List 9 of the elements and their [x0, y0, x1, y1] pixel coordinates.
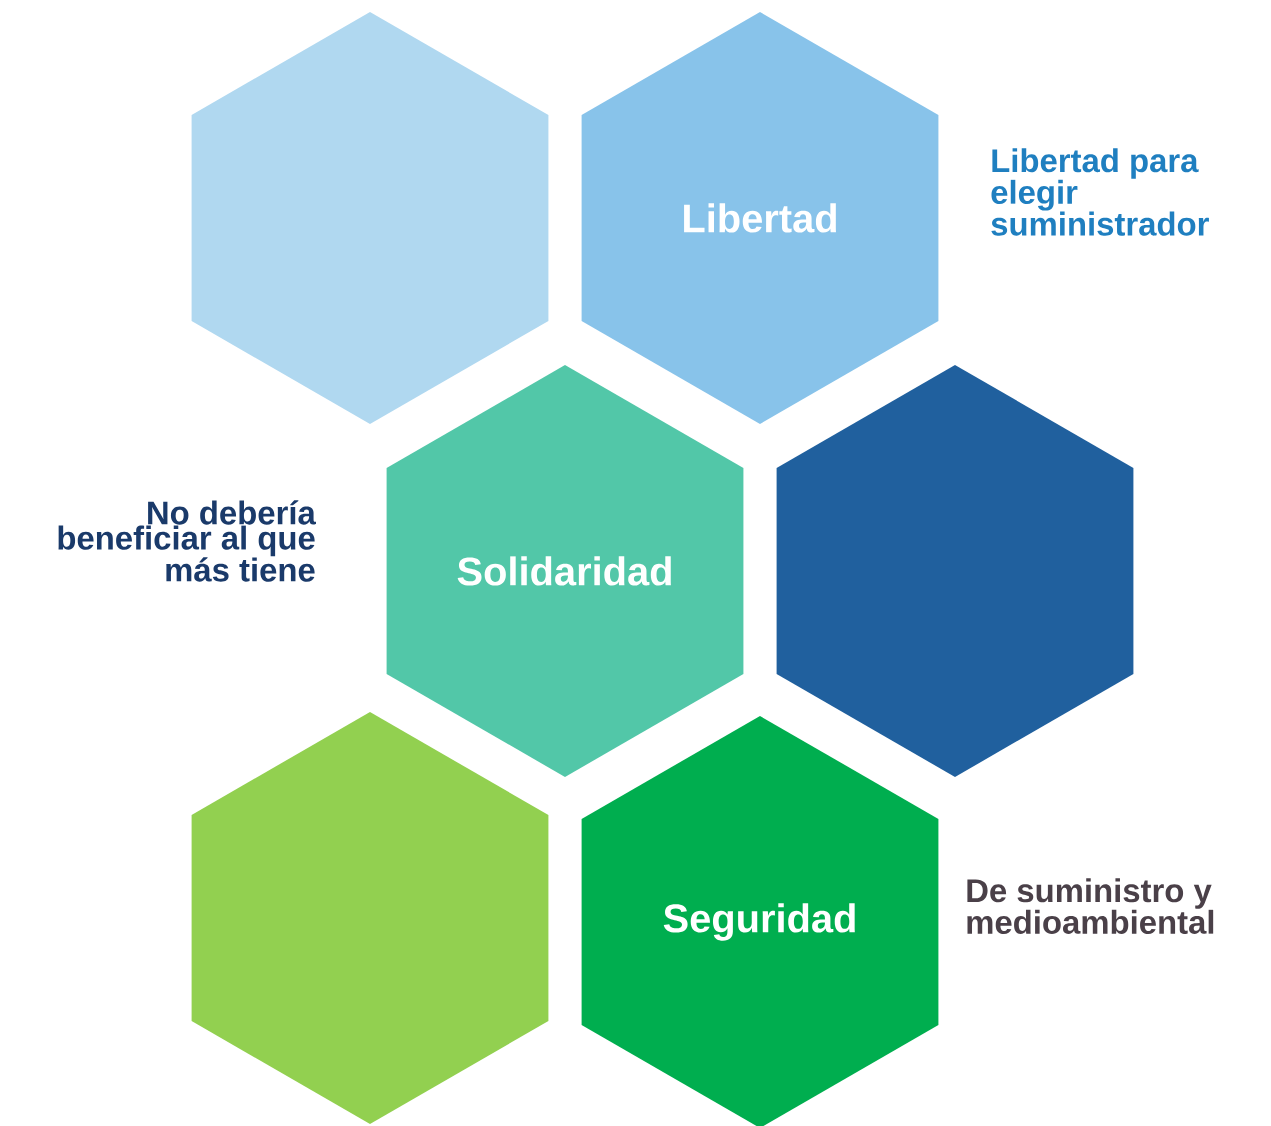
side-note: No debería beneficiar al que más tiene: [58, 500, 316, 582]
hexagon: [191, 12, 549, 424]
side-note: Libertad para elegir suministrador: [991, 148, 1209, 236]
hexagon: [776, 365, 1134, 777]
hexagon: Libertad: [581, 12, 939, 424]
hexagon: [191, 712, 549, 1124]
side-note: De suministro y medioambiental: [967, 878, 1214, 934]
hexagon: Seguridad: [581, 716, 939, 1126]
hexagon: Solidaridad: [386, 365, 744, 777]
